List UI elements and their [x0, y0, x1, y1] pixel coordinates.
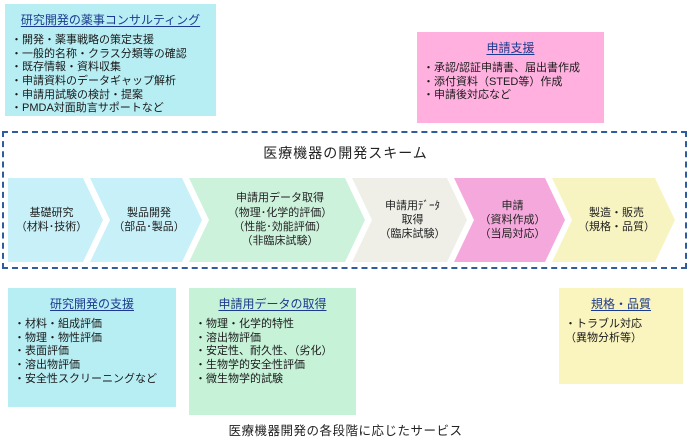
bullet-item: ・溶出物評価 [195, 331, 261, 344]
bullet-item: ・微生物学的試験 [195, 372, 283, 385]
bullet-item: ・安全性スクリーニングなど [14, 372, 157, 385]
research-support-panel-title: 研究開発の支援 [49, 297, 134, 311]
scheme-step-line: 基礎研究 [29, 206, 74, 219]
scheme-step-line: 取得 [401, 213, 424, 226]
quality-panel: 規格・品質 ・トラブル対応（異物分析等） [559, 288, 683, 384]
scheme-step-clinical-data: 申請用ﾃﾞｰﾀ取得 （臨床試験） [352, 178, 467, 262]
bullet-item: （異物分析等） [565, 331, 642, 344]
bullet-item: ・物理・化学的特性 [195, 318, 294, 330]
application-support-panel-title: 申請支援 [486, 41, 535, 55]
bullet-item: ・承認/認証申請書、届出書作成 [423, 62, 581, 74]
research-support-panel-items: ・材料・組成評価・物理・物性評価・表面評価・溶出物評価・安全性スクリーニングなど [8, 318, 176, 386]
scheme-step-line: 申請用ﾃﾞｰﾀ [385, 199, 440, 212]
consulting-panel-items: ・開発・薬事戦略の策定支援・一般的名称・クラス分類等の確認・既存情報・資料収集・… [5, 34, 216, 116]
data-acquisition-panel-title: 申請用データの取得 [218, 297, 327, 311]
bullet-item: ・溶出物評価 [14, 358, 80, 371]
scheme-step-line: 申請 [501, 199, 524, 212]
application-support-panel: 申請支援 ・承認/認証申請書、届出書作成・添付資料（STED等）作成・申請後対応… [417, 32, 604, 123]
research-support-panel: 研究開発の支援 ・材料・組成評価・物理・物性評価・表面評価・溶出物評価・安全性ス… [8, 288, 176, 407]
scheme-title: 医療機器の開発スキーム [263, 145, 428, 161]
bullet-item: ・生物学的安全性評価 [195, 358, 305, 371]
data-acquisition-panel-items: ・物理・化学的特性・溶出物評価・安定性、耐久性、（劣化）・生物学的安全性評価・微… [189, 318, 356, 386]
bullet-item: ・申請後対応など [423, 89, 511, 102]
scheme-step-line: （当局対応） [479, 228, 546, 241]
quality-panel-title: 規格・品質 [590, 297, 651, 311]
scheme-step-line: （規格・品質） [578, 221, 655, 233]
scheme-step-line: （材料･技術） [15, 221, 88, 233]
bullet-item: ・添付資料（STED等）作成 [423, 75, 563, 88]
scheme-step-line: （部品･製品） [113, 221, 185, 233]
scheme-step-line: 製造・販売 [589, 206, 644, 219]
bullet-item: ・トラブル対応 [565, 318, 642, 330]
bullet-item: ・物理・物性評価 [14, 331, 102, 344]
scheme-step-basic-research: 基礎研究 （材料･技術） [8, 178, 103, 262]
bullet-item: ・表面評価 [14, 345, 69, 358]
consulting-panel-title: 研究開発の薬事コンサルティング [20, 13, 201, 27]
application-support-panel-items: ・承認/認証申請書、届出書作成・添付資料（STED等）作成・申請後対応など [417, 62, 604, 103]
bullet-item: ・既存情報・資料収集 [11, 61, 121, 74]
scheme-step-line: （臨床試験） [379, 228, 446, 241]
data-acquisition-panel: 申請用データの取得 ・物理・化学的特性・溶出物評価・安定性、耐久性、（劣化）・生… [189, 288, 356, 415]
scheme-step-manufacturing-sales: 製造・販売 （規格・品質） [552, 178, 675, 262]
bullet-item: ・材料・組成評価 [14, 318, 102, 330]
scheme-step-line: （資料作成） [479, 213, 546, 226]
bullet-item: ・PMDA対面助言サポートなど [11, 102, 164, 115]
quality-panel-items: ・トラブル対応（異物分析等） [559, 318, 683, 345]
scheme-step-line: 申請用データ取得 [236, 192, 324, 205]
scheme-step-line: （非臨床試験） [241, 235, 319, 248]
bullet-item: ・申請用試験の検討・提案 [11, 88, 143, 101]
bullet-item: ・開発・薬事戦略の策定支援 [11, 34, 154, 46]
scheme-step-line: （性能･効能評価） [233, 221, 327, 233]
scheme-step-line: （物理･化学的評価） [227, 206, 333, 219]
scheme-step-nonclinical-data: 申請用データ取得（物理･化学的評価） （性能･効能評価） （非臨床試験） [189, 178, 365, 262]
scheme-step-line: 製品開発 [127, 206, 171, 219]
scheme-frame [2, 131, 687, 269]
bullet-item: ・一般的名称・クラス分類等の確認 [11, 47, 187, 60]
diagram-caption: 医療機器開発の各段階に応じたサービス [228, 424, 463, 438]
bullet-item: ・安定性、耐久性、（劣化） [195, 345, 333, 358]
bullet-item: ・申請資料のデータギャップ解析 [11, 74, 176, 87]
consulting-panel: 研究開発の薬事コンサルティング ・開発・薬事戦略の策定支援・一般的名称・クラス分… [5, 4, 216, 116]
